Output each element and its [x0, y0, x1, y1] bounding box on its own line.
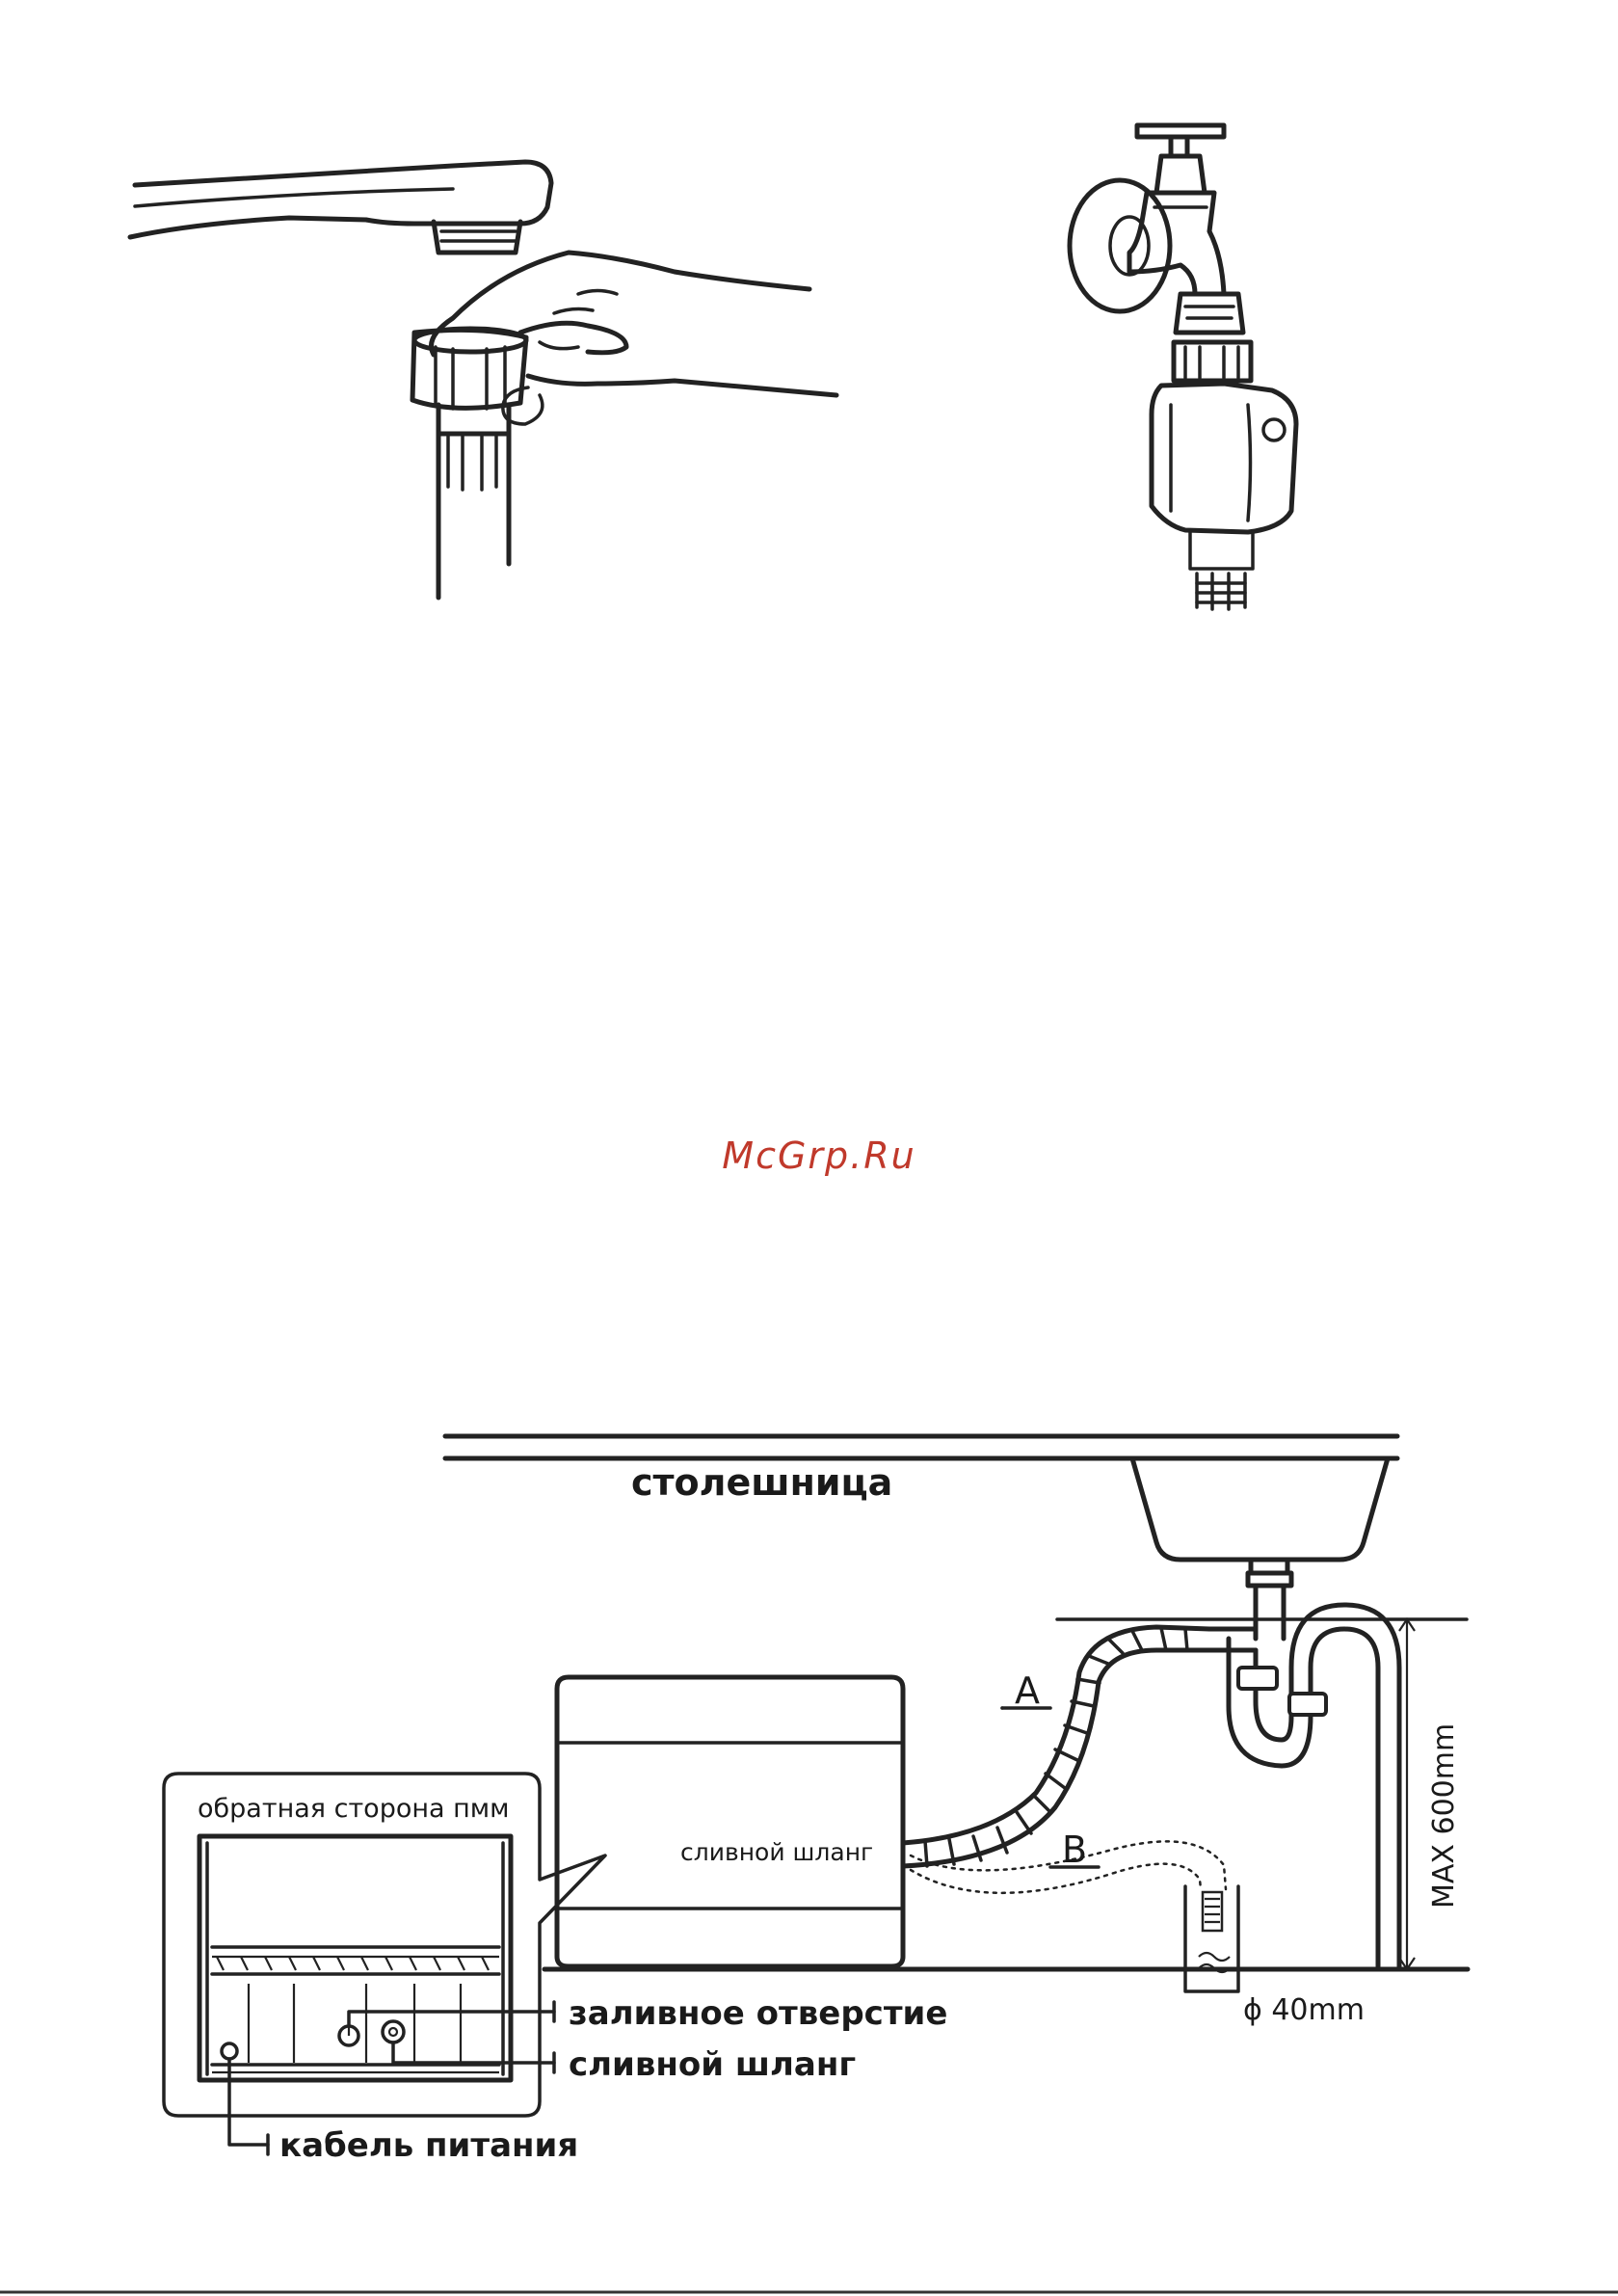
- power-cable-port-icon: [222, 2043, 237, 2059]
- drain-installation-diagram: столешница MAX 600mm: [164, 1436, 1468, 2165]
- power-cable-label: кабель питания: [279, 2126, 578, 2165]
- back-view-title: обратная сторона пмм: [198, 1794, 510, 1824]
- faucet-spout: [130, 162, 551, 253]
- max-height-label: MAX 600mm: [1427, 1723, 1461, 1909]
- hose-a-letter: A: [1015, 1669, 1040, 1712]
- faucet-hand-illustration: [130, 162, 836, 598]
- wall-flange: [1070, 180, 1170, 311]
- drain-hose-a: [903, 1627, 1209, 1866]
- dishwasher-unit: [557, 1677, 903, 1966]
- hose-b-letter: B: [1062, 1829, 1087, 1871]
- faucet-handle: [1137, 125, 1224, 193]
- countertop-label: столешница: [631, 1461, 892, 1504]
- drain-label: сливной шланг: [569, 2045, 856, 2084]
- pipe-diameter-label: ϕ 40mm: [1243, 1993, 1365, 2027]
- drain-leader: [393, 2042, 554, 2072]
- watermark-text: McGrp.Ru: [722, 1135, 915, 1177]
- valve-connector: [1174, 294, 1251, 381]
- inlet-port-icon: [339, 2024, 358, 2045]
- hand: [432, 253, 837, 424]
- valve-hose: [1197, 574, 1245, 609]
- faucet-body: [1129, 193, 1224, 294]
- standpipe: [1185, 1886, 1238, 1991]
- sink: [1132, 1458, 1388, 1586]
- inlet-label: заливное отверстие: [569, 1994, 947, 2033]
- countertop: [445, 1436, 1397, 1458]
- safety-valve-box: [1152, 384, 1296, 569]
- drain-port-icon: [383, 2021, 404, 2042]
- wall-faucet-valve-illustration: [1070, 125, 1296, 609]
- inlet-leader: [349, 2002, 554, 2024]
- unit-drain-hose-label: сливной шланг: [680, 1838, 873, 1866]
